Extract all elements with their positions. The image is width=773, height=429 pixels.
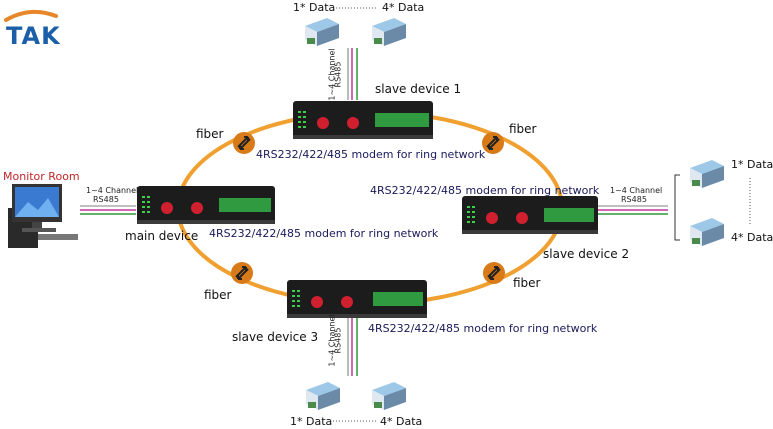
data-last-label: 4* Data — [731, 231, 773, 244]
fiber-arrow-icon — [482, 132, 504, 154]
modem-label: 4RS232/422/485 modem for ring network — [209, 227, 439, 240]
cable-monitor — [80, 205, 136, 215]
modem-main — [137, 186, 275, 224]
modem-label: 4RS232/422/485 modem for ring network — [256, 148, 486, 161]
data-last-label: 4* Data — [382, 1, 425, 14]
channel-label: 1~4 Channel — [610, 186, 663, 195]
modem-slave1 — [293, 101, 433, 139]
cable-slave1 — [347, 48, 358, 100]
data-device-icon — [690, 160, 724, 188]
slave2-label: slave device 2 — [543, 247, 630, 261]
monitor-room-label: Monitor Room — [3, 170, 80, 183]
channel-sub-label: RS485 — [621, 195, 647, 204]
data-device-icon — [305, 18, 339, 46]
channel-label: 1~4 Channel — [86, 186, 139, 195]
modem-slave2 — [462, 196, 598, 234]
main-device-label: main device — [125, 229, 199, 243]
computer-icon — [8, 184, 78, 248]
slave3-label: slave device 3 — [232, 330, 319, 344]
data-first-label: 1* Data — [293, 1, 336, 14]
fiber-arrow-icon — [483, 262, 505, 284]
channel-sub-label: RS485 — [93, 195, 119, 204]
data-device-icon — [372, 18, 406, 46]
modem-label: 4RS232/422/485 modem for ring network — [368, 322, 598, 335]
fiber-arrow-icon — [233, 132, 255, 154]
data-device-icon — [306, 382, 340, 410]
fiber-label: fiber — [513, 276, 541, 290]
fiber-label: fiber — [196, 127, 224, 141]
logo-text: TAK — [6, 22, 61, 50]
data-first-label: 1* Data — [290, 415, 333, 428]
logo-swoosh-icon — [4, 9, 58, 22]
cable-slave3 — [347, 318, 358, 376]
slave1-label: slave device 1 — [375, 82, 462, 96]
fiber-label: fiber — [204, 288, 232, 302]
data-device-icon — [690, 218, 724, 246]
modem-label: 4RS232/422/485 modem for ring network — [370, 184, 600, 197]
data-device-icon — [372, 382, 406, 410]
cable-slave2 — [598, 174, 680, 241]
channel-sub-label: RS485 — [333, 327, 343, 354]
data-first-label: 1* Data — [731, 158, 773, 171]
fiber-label: fiber — [509, 122, 537, 136]
modem-slave3 — [287, 280, 427, 318]
data-last-label: 4* Data — [380, 415, 423, 428]
channel-sub-label: RS485 — [333, 61, 343, 88]
fiber-arrow-icon — [231, 262, 253, 284]
